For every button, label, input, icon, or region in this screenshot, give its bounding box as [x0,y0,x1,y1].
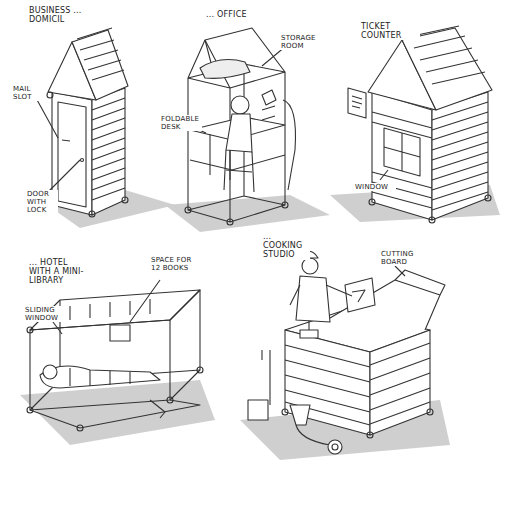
hut-hotel [27,280,203,431]
callout-label: SLIDING WINDOW [24,306,68,322]
shadows [20,185,500,460]
callout-label: WINDOW [354,183,396,191]
callout-label: MAIL SLOT [12,85,40,101]
callout-label: DOOR WITH LOCK [26,190,58,214]
title-label: BUSINESS ... DOMICIL [28,6,92,24]
title-label: ... COOKING STUDIO [262,232,310,260]
hut-cooking [248,252,445,455]
callout-label: SPACE FOR 12 BOOKS [150,256,196,272]
title-label: ... OFFICE [205,10,267,19]
title-label: TICKET COUNTER [360,22,420,40]
callout-label: STORAGE ROOM [280,34,322,50]
callout-label: FOLDABLE DESK [160,115,202,131]
hut-domicil [36,28,128,217]
hut-ticket [348,26,492,223]
callout-label: CUTTING BOARD [380,250,426,266]
title-label: ... HOTEL WITH A MINI-LIBRARY [28,258,90,286]
